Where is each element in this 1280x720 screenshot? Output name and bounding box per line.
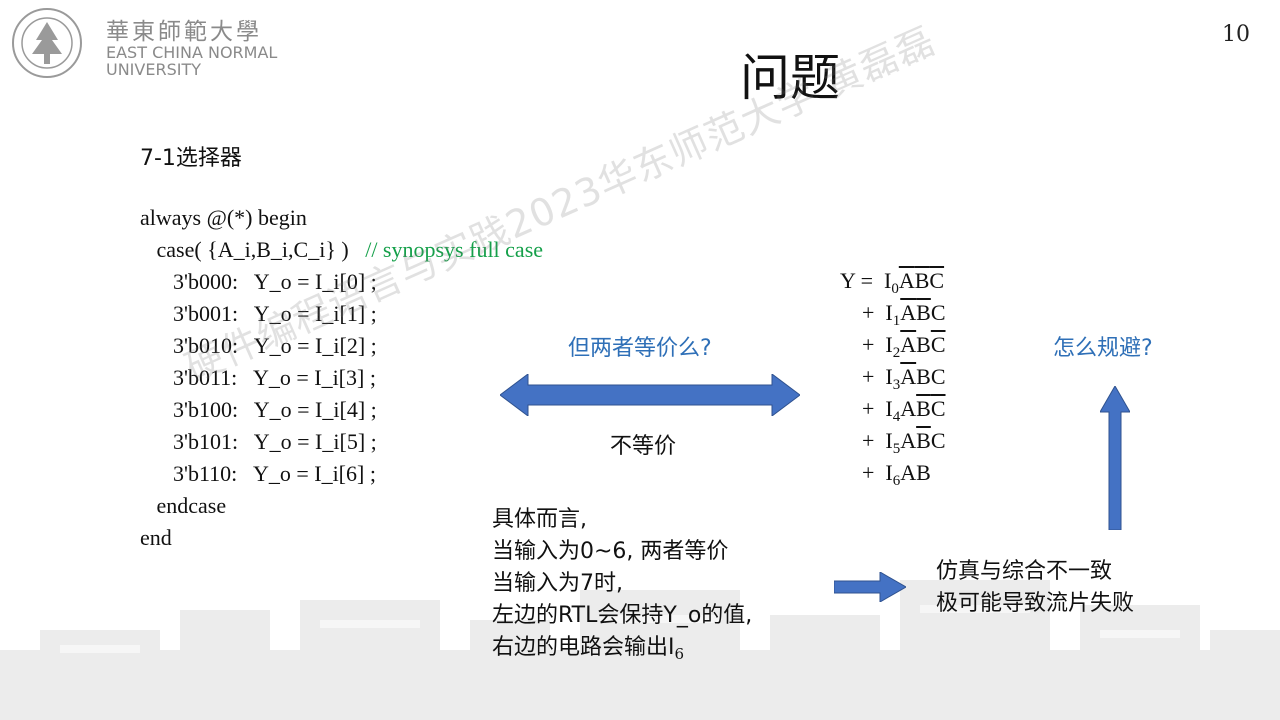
equation-var-a: A [900,300,917,325]
explanation-line: 左边的RTL会保持Y_o的值, [492,603,753,628]
equation-var-b: B [916,428,931,453]
boolean-equation: Y = I0ABC + I1ABC + I2ABC + I3ABC + I4AB… [840,265,946,489]
double-arrow-icon [500,374,800,416]
equation-term-sub: 6 [892,473,901,489]
explanation-line: 右边的电路会输出I6 [492,632,752,670]
equation-term-sub: 0 [891,281,899,297]
equation-term-sub: 2 [892,345,901,361]
equation-var-a: A [900,332,917,357]
code-line-case: case( {A_i,B_i,C_i} ) // synopsys full c… [140,234,544,266]
equation-plus: + [862,428,886,453]
equation-term-i: I [885,428,893,453]
up-arrow-icon [1100,386,1130,530]
equation-term-sub: 4 [892,409,901,425]
code-case-line: 3'b101: Y_o = I_i[5] ; [140,426,543,458]
background-buildings [0,580,1280,720]
conclusion-text: 仿真与综合不一致 极可能导致流片失败 [936,556,1134,620]
equation-term-sub: 1 [892,313,901,329]
code-line-end: end [140,525,172,550]
equation-lhs: Y = [840,268,884,293]
equation-var-c: C [930,332,946,357]
explanation-line: 当输入为7时, [492,571,623,596]
equation-plus: + [862,396,886,421]
equation-term-i: I [885,396,893,421]
code-case-text: 3'b000: Y_o = I_i[0] ; [173,269,377,294]
slide-title: 问题 [740,49,840,107]
code-comment: // synopsys full case [365,237,544,262]
equation-var-c: C [929,268,945,293]
equation-line: + I3ABC [840,361,946,393]
logo-english-name: EAST CHINA NORMAL UNIVERSITY [106,44,277,78]
equation-line: Y = I0ABC [840,265,946,297]
equation-var-b: B [916,460,931,485]
equation-var-b: B [916,332,931,357]
code-case-line: 3'b000: Y_o = I_i[0] ; [140,266,543,298]
equation-plus: + [862,300,886,325]
page-number: 10 [1222,22,1250,47]
equation-line: + I5ABC [840,425,946,457]
equation-term-i: I [885,364,893,389]
conclusion-line: 仿真与综合不一致 [936,559,1113,584]
avoid-question: 怎么规避? [1053,336,1153,361]
equation-line: + I2ABC [840,329,946,361]
equation-line: + I1ABC [840,297,946,329]
code-case-line: 3'b010: Y_o = I_i[2] ; [140,330,543,362]
equivalence-question: 但两者等价么? [568,336,712,361]
logo-english-line1: EAST CHINA NORMAL [106,43,278,62]
slide-subtitle: 7-1选择器 [140,146,242,171]
equation-term-sub: 5 [892,441,901,457]
equation-term-i: I [885,460,893,485]
equation-line: + I4ABC [840,393,946,425]
explanation-text: 具体而言, 当输入为0~6, 两者等价 当输入为7时, 左边的RTL会保持Y_o… [492,504,752,670]
code-case-text: 3'b100: Y_o = I_i[4] ; [173,397,377,422]
conclusion-line: 极可能导致流片失败 [936,591,1135,616]
equation-var-b: B [914,268,930,293]
equation-term-sub: 3 [892,377,901,393]
equation-var-c: C [930,364,946,389]
code-line-endcase: endcase [140,493,227,518]
code-case-text: 3'b110: Y_o = I_i[6] ; [173,461,376,486]
equation-var-c: C [930,300,946,325]
equation-var-c: C [930,396,946,421]
explanation-last-text: 右边的电路会输出I [492,635,675,660]
code-case-text: 3'b101: Y_o = I_i[5] ; [173,429,377,454]
code-case-text: 3'b011: Y_o = I_i[3] ; [173,365,376,390]
explanation-line: 当输入为0~6, 两者等价 [492,539,729,564]
equation-plus: + [862,332,886,357]
code-case-text: 3'b010: Y_o = I_i[2] ; [173,333,377,358]
equation-var-a: A [898,268,915,293]
code-case-text: case( {A_i,B_i,C_i} ) [140,237,366,262]
code-block: always @(*) begin case( {A_i,B_i,C_i} ) … [140,202,543,554]
equation-var-a: A [900,396,917,421]
equation-term-i: I [883,268,892,293]
explanation-line: 具体而言, [492,507,587,532]
right-arrow-icon [834,572,906,602]
equation-var-c: C [930,428,946,453]
university-seal-icon [12,8,82,78]
equation-var-a: A [900,428,917,453]
not-equal-label: 不等价 [610,434,677,459]
code-case-line: 3'b110: Y_o = I_i[6] ; [140,458,543,490]
logo-chinese-name: 華東師範大學 [106,19,262,45]
code-case-line: 3'b100: Y_o = I_i[4] ; [140,394,543,426]
equation-plus: + [862,460,886,485]
code-line-always: always @(*) begin [140,205,307,230]
equation-var-a: A [900,364,917,389]
equation-var-a: A [900,460,917,485]
logo-english-line2: UNIVERSITY [106,60,201,79]
code-case-line: 3'b011: Y_o = I_i[3] ; [140,362,543,394]
university-logo: 華東師範大學 EAST CHINA NORMAL UNIVERSITY [10,6,300,78]
equation-term-i: I [885,300,893,325]
equation-term-i: I [885,332,893,357]
code-case-line: 3'b001: Y_o = I_i[1] ; [140,298,543,330]
code-case-text: 3'b001: Y_o = I_i[1] ; [173,301,377,326]
equation-plus: + [862,364,886,389]
explanation-subscript: 6 [674,645,685,663]
equation-line: + I6AB [840,457,946,489]
equation-var-b: B [916,364,931,389]
equation-var-b: B [916,396,931,421]
equation-var-b: B [916,300,931,325]
